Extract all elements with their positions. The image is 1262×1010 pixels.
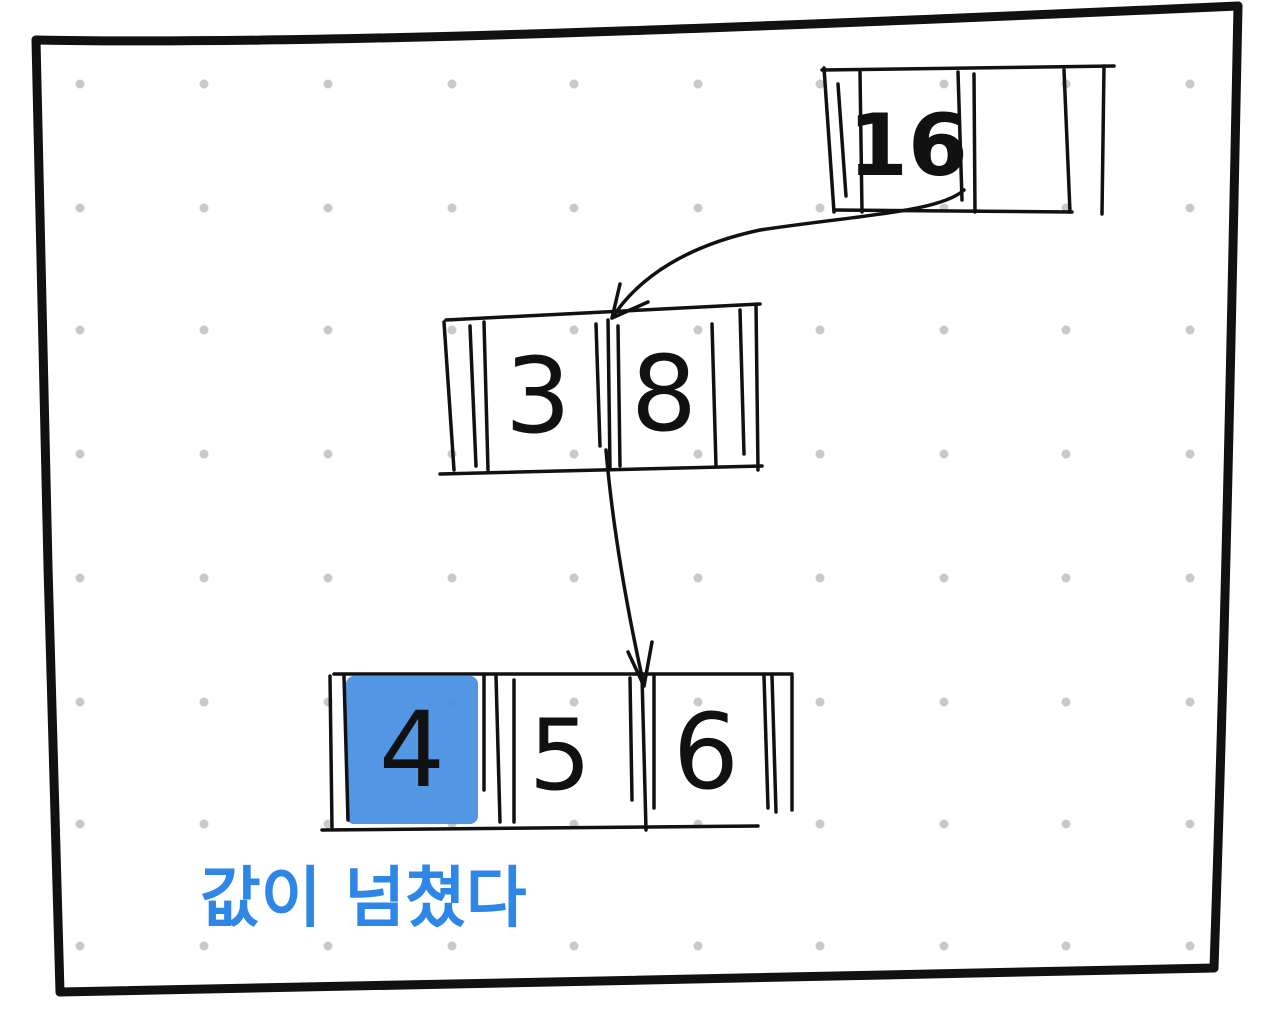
grid-dot — [1185, 697, 1195, 707]
grid-dot — [693, 79, 703, 89]
grid-dot — [815, 819, 825, 829]
leaf-key-2: 5 — [529, 699, 591, 813]
grid-dot — [939, 573, 949, 583]
grid-dot — [1185, 449, 1195, 459]
grid-dot — [1061, 819, 1071, 829]
grid-dot — [1185, 79, 1195, 89]
grid-dot — [815, 79, 825, 89]
grid-dot — [939, 819, 949, 829]
outer-frame — [31, 1, 1243, 997]
grid-dot — [569, 449, 579, 459]
grid-dot — [1061, 325, 1071, 335]
grid-dot — [693, 325, 703, 335]
grid-dot — [939, 697, 949, 707]
overflow-note: 값이 넘쳤다 — [200, 860, 527, 937]
grid-dot — [75, 573, 85, 583]
grid-dot — [1185, 573, 1195, 583]
grid-dot — [693, 573, 703, 583]
grid-dot — [1185, 203, 1195, 213]
grid-dot — [693, 449, 703, 459]
grid-dot — [323, 203, 333, 213]
grid-dot — [693, 203, 703, 213]
grid-dot — [569, 941, 579, 951]
grid-dot — [447, 941, 457, 951]
grid-dot — [323, 325, 333, 335]
dot-grid — [75, 79, 1195, 951]
grid-dot — [1061, 697, 1071, 707]
grid-dot — [75, 325, 85, 335]
grid-dot — [75, 941, 85, 951]
grid-dot — [447, 203, 457, 213]
grid-dot — [323, 449, 333, 459]
grid-dot — [199, 325, 209, 335]
grid-dot — [199, 819, 209, 829]
grid-dot — [75, 819, 85, 829]
grid-dot — [569, 697, 579, 707]
grid-dot — [939, 449, 949, 459]
grid-dot — [815, 573, 825, 583]
grid-dot — [569, 79, 579, 89]
grid-dot — [199, 941, 209, 951]
leaf-key-3: 6 — [673, 691, 739, 813]
grid-dot — [1185, 819, 1195, 829]
grid-dot — [1185, 941, 1195, 951]
grid-dot — [815, 697, 825, 707]
grid-dot — [815, 941, 825, 951]
middle-key-2: 8 — [631, 333, 697, 455]
grid-dot — [939, 941, 949, 951]
grid-dot — [323, 573, 333, 583]
grid-dot — [199, 203, 209, 213]
grid-dot — [75, 203, 85, 213]
grid-dot — [815, 449, 825, 459]
root-node: 16 — [820, 64, 1116, 216]
pointer-arrow-middle-to-leaf — [604, 448, 654, 688]
grid-dot — [1061, 449, 1071, 459]
grid-dot — [199, 79, 209, 89]
grid-dot — [815, 203, 825, 213]
grid-dot — [199, 697, 209, 707]
grid-dot — [569, 573, 579, 583]
grid-dot — [323, 79, 333, 89]
grid-dot — [939, 325, 949, 335]
grid-dot — [1061, 941, 1071, 951]
grid-dot — [693, 941, 703, 951]
grid-dot — [199, 449, 209, 459]
grid-dot — [1061, 573, 1071, 583]
middle-key-1: 3 — [505, 335, 571, 457]
grid-dot — [569, 203, 579, 213]
grid-dot — [569, 325, 579, 335]
grid-dot — [323, 941, 333, 951]
grid-dot — [447, 79, 457, 89]
grid-dot — [75, 79, 85, 89]
middle-node: 3 8 — [438, 302, 764, 476]
grid-dot — [1185, 325, 1195, 335]
leaf-key-1: 4 — [379, 689, 445, 811]
grid-dot — [693, 697, 703, 707]
grid-dot — [199, 573, 209, 583]
grid-dot — [75, 697, 85, 707]
overflow-highlight — [346, 676, 478, 824]
grid-dot — [447, 325, 457, 335]
root-key-1: 16 — [848, 96, 968, 196]
grid-dot — [447, 573, 457, 583]
pointer-arrow-root-to-middle — [610, 188, 966, 320]
grid-dot — [939, 79, 949, 89]
grid-dot — [815, 325, 825, 335]
grid-dot — [75, 449, 85, 459]
leaf-node: 4 5 6 — [320, 672, 794, 832]
